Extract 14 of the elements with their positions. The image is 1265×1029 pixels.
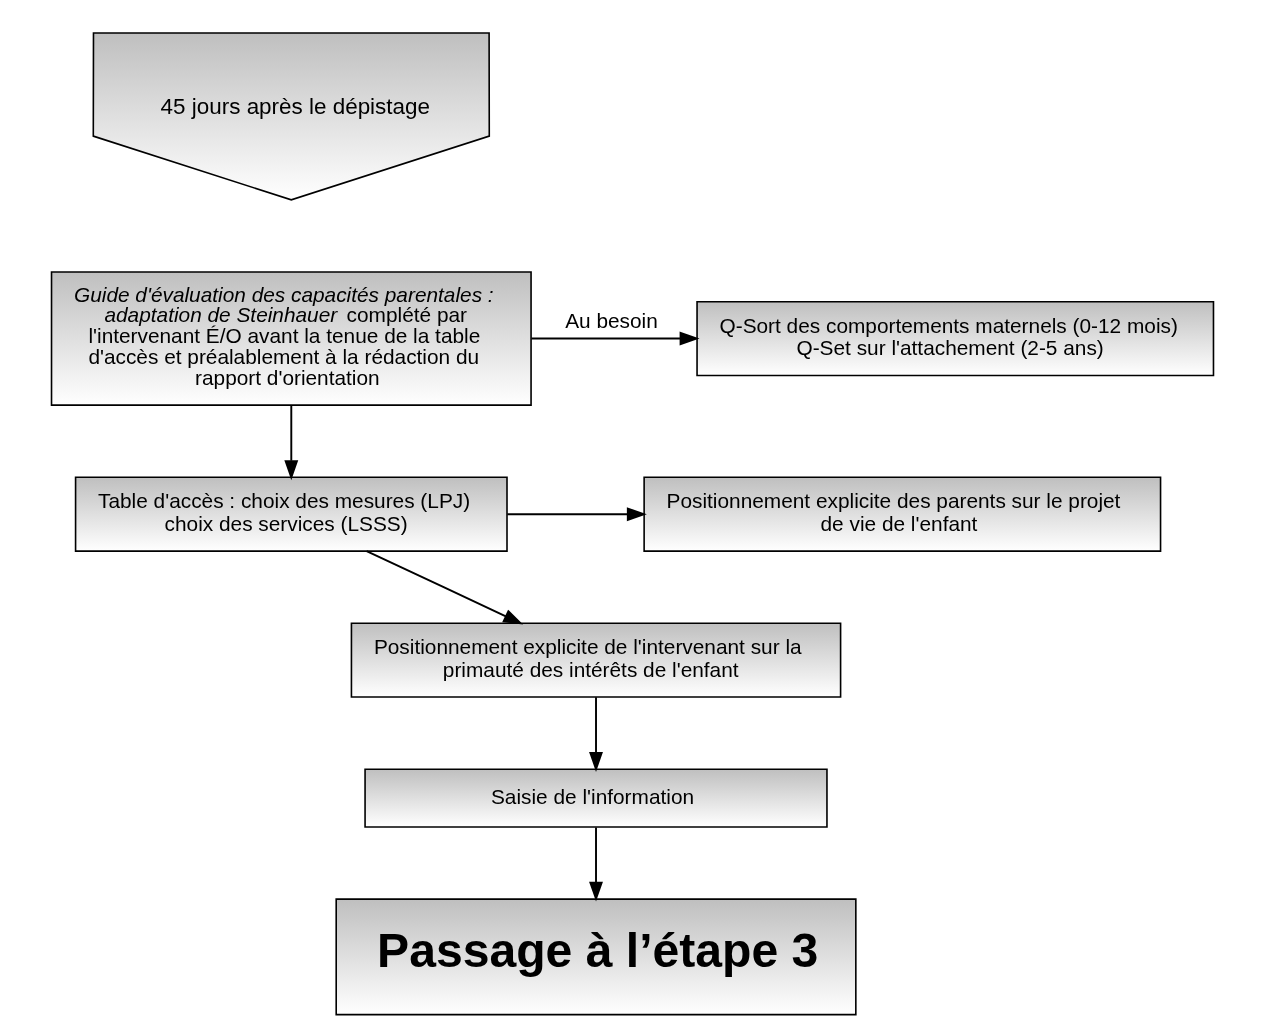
arrow (284, 403, 299, 480)
node-box: Guide d'évaluation des capacités parentales : adaptation de Steinhauer complété par l'intervenant É/O avant la tenue de la table d'accès et préalablement à la rédaction du rapport d'orientation (50, 270, 532, 406)
node-box: Passage à l’étape 3 (335, 897, 857, 1015)
edge-label: Au besoin (565, 308, 658, 332)
arrow (589, 695, 603, 772)
arrow (365, 549, 524, 624)
arrow (589, 826, 603, 902)
node-box: Table d'accès : choix des mesures (LPJ) choix des services (LSSS) (74, 476, 508, 552)
node-box: Positionnement explicite des parents sur le projet de vie de l'enfant (643, 476, 1162, 552)
node-box: Q-Sort des comportements maternels (0-12 mois) Q-Set sur l'attachement (2-5 ans) (696, 300, 1215, 376)
arrow (506, 506, 647, 521)
node-box: Saisie de l'information (364, 767, 828, 828)
arrow (530, 331, 700, 346)
node-box: Positionnement explicite de l'intervenant sur la primauté des intérêts de l'enfant (350, 621, 842, 698)
